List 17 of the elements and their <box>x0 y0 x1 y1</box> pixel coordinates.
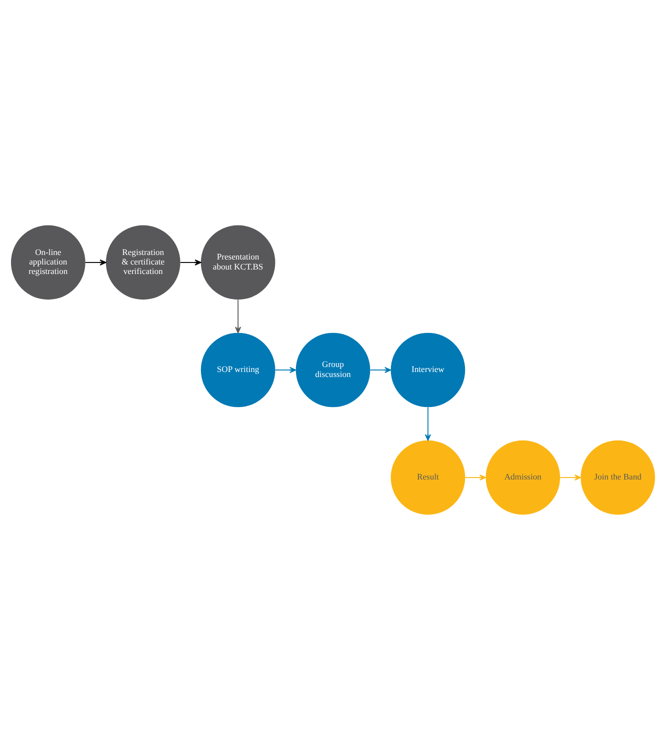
node-circle: Group discussion <box>296 332 370 408</box>
node-circle: Join the Band <box>580 440 656 515</box>
node-circle: Interview <box>390 332 466 408</box>
arrow <box>464 474 486 481</box>
arrow <box>235 299 242 334</box>
arrow <box>180 259 202 266</box>
node-circle: SOP writing <box>200 332 276 408</box>
arrow <box>424 406 431 441</box>
arrow <box>370 366 392 374</box>
arrow <box>84 259 106 266</box>
node-circle: Result <box>390 440 466 515</box>
node-circle: On-line application registration <box>10 225 86 300</box>
arrow <box>274 366 296 374</box>
arrow <box>560 474 581 481</box>
node-circle: Presentation about KCT.BS <box>200 225 276 300</box>
node-circle: Registration & certificate verification <box>106 225 180 300</box>
node-circle: Admission <box>486 440 560 515</box>
